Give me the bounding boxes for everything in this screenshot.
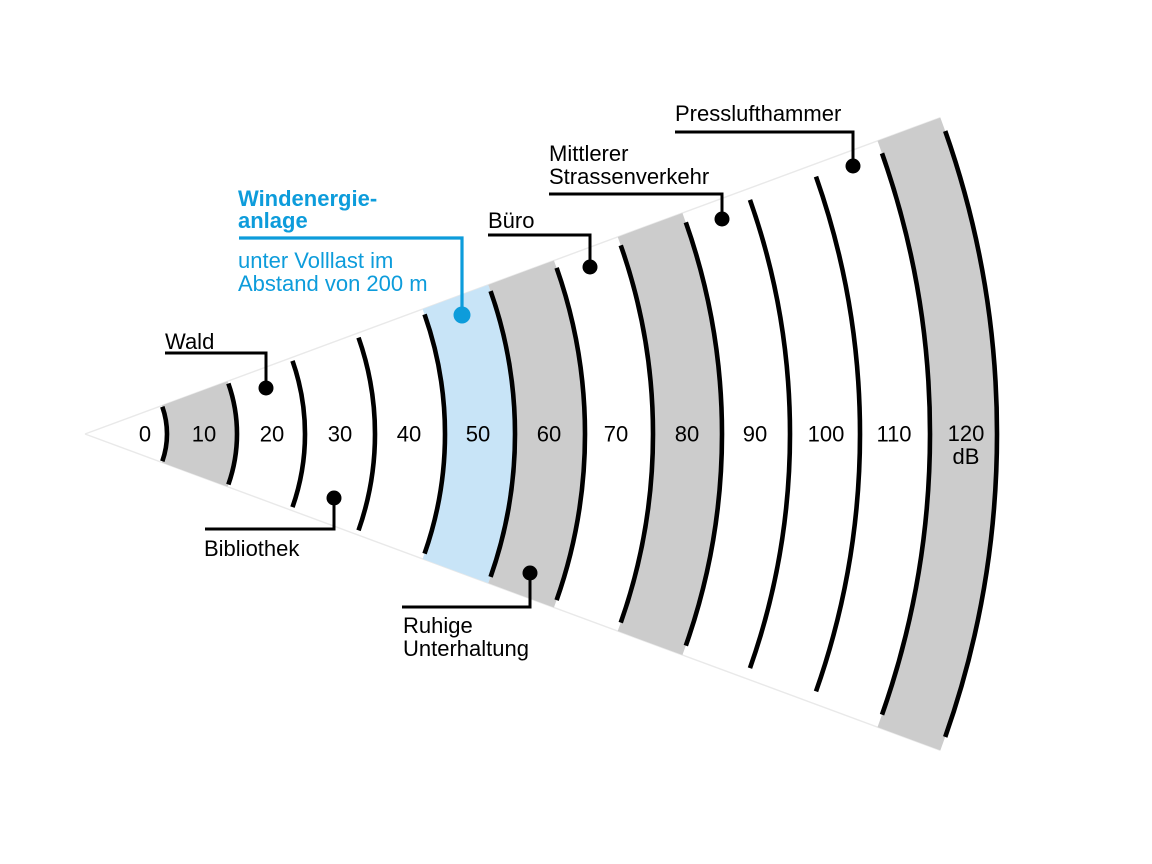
leader-dot-presslufthammer [845,158,861,174]
arc-boundary-8 [683,221,725,647]
leader-dot-ruhige-unterhaltung [522,565,538,581]
arc-boundary-3 [356,336,378,532]
leader-bibliothek [205,498,336,531]
leader-mittlerer-strassenverkehr [549,192,724,219]
arc-boundary-7 [618,244,656,624]
leader-windenergieanlage [239,236,464,315]
leader-dot-bibliothek [326,490,342,506]
arc-boundary-4 [422,313,448,555]
leader-presslufthammer [675,130,855,166]
band-50-fill [422,284,515,584]
band-10-fill [161,381,237,487]
arc-boundary-11 [879,152,933,716]
arc-boundary-1 [226,382,240,486]
leader-wald [165,351,268,388]
band-60-fill [488,260,585,608]
leader-dot-mittlerer-strassenverkehr [714,211,730,227]
leader-dot-windenergieanlage [453,306,471,324]
leader-buero [488,233,592,267]
arc-boundary-10 [813,175,863,693]
arc-boundary-12 [943,130,1000,738]
arc-boundary-5 [488,290,518,578]
band-120-fill [877,117,997,751]
arc-boundary-0 [160,405,170,463]
leader-ruhige-unterhaltung [402,573,532,609]
arc-boundary-2 [290,360,308,508]
leader-dot-buero [582,259,598,275]
arc-boundary-6 [554,267,588,601]
arc-boundary-9 [747,199,793,669]
leader-dot-wald [258,380,274,396]
